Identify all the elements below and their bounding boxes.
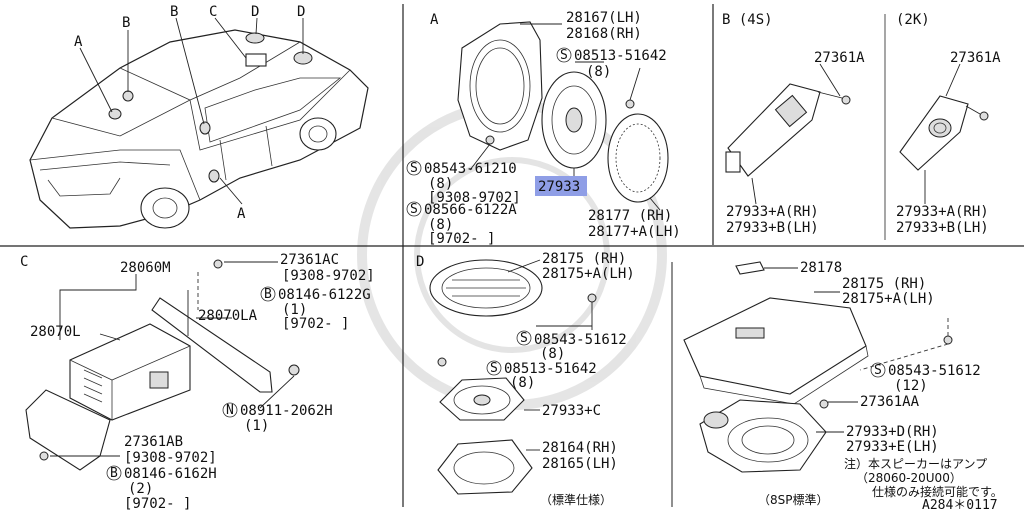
d-base-rh: 28164(RH) [542, 440, 618, 456]
mark-s-3: S [410, 202, 418, 217]
mark-s-5: S [490, 361, 498, 376]
b-right-bolt: 27361A [950, 50, 1001, 66]
panel-b: B (4S) (2K) 27361A 27933+A(RH) 27933+B(L… [722, 12, 1001, 236]
d-screw-qty: (8) [540, 346, 565, 362]
nut-qty: (1) [244, 418, 269, 434]
mark-n: N [226, 403, 234, 418]
mark-s-2: S [410, 161, 418, 176]
d8-note-3: 仕様のみ接続可能です。 [872, 484, 1003, 499]
d8-badge: 28178 [800, 260, 842, 276]
car-label-b1: B [122, 15, 130, 31]
panel-b-title-2k: (2K) [896, 12, 930, 28]
nut-08911-2062h: 08911-2062H [240, 403, 333, 419]
screw-08513-51642: 08513-51642 [574, 48, 667, 64]
panel-d-8sp: 28178 28175 (RH) 28175+A(LH) S 08543-516… [683, 260, 1003, 511]
b-left-part2: 27933+B(LH) [726, 220, 819, 236]
bolt-08146-6162h-period: [9702- ] [124, 496, 191, 511]
b-left-part1: 27933+A(RH) [726, 204, 819, 220]
grille-28177-drawing [607, 113, 669, 203]
panel-c: C 28060M 28070L 28070LA 27361AC [9308-97… [20, 252, 375, 511]
d8-note-2: （28060-20U00） [856, 471, 962, 485]
panel-c-title: C [20, 254, 28, 270]
d8-speaker-rh: 27933+D(RH) [846, 424, 939, 440]
car-label-c: C [209, 4, 217, 20]
d-std-caption: （標準仕様） [540, 492, 612, 507]
b-left-bolt: 27361A [814, 50, 865, 66]
bolt-27361ac-period: [9308-9702] [282, 268, 375, 284]
d-grille-lh: 28175+A(LH) [542, 266, 635, 282]
bolt-27361ab-period: [9308-9702] [124, 450, 217, 466]
panel-a: A 28167(LH) 28168(RH) S 08513-51642 (8) … [406, 10, 681, 247]
base-28164-drawing [437, 439, 533, 495]
bolt-08146-6122g: 08146-6122G [278, 287, 371, 303]
mark-s-6: S [874, 363, 882, 378]
mark-b-1: B [264, 287, 272, 302]
d-base-lh: 28165(LH) [542, 456, 618, 472]
speaker-27933d-drawing [699, 399, 827, 473]
screw-08566-period: [9702- ] [428, 231, 495, 247]
d8-screw-code: 08543-51612 [888, 363, 981, 379]
car-label-d1: D [251, 4, 259, 20]
mark-b-2: B [110, 466, 118, 481]
d8-caption: （8SP標準） [758, 492, 829, 507]
b-right-part2: 27933+B(LH) [896, 220, 989, 236]
panel-a-title: A [430, 12, 439, 28]
bolt-27361ab: 27361AB [124, 434, 183, 450]
bolt-08146-6162h: 08146-6162H [124, 466, 217, 482]
screw-08566-6122a: 08566-6122A [424, 202, 517, 218]
screw-08543-period: [9308-9702] [428, 190, 521, 206]
part-28070l: 28070L [30, 324, 81, 340]
footer-code: A284＊0117 [922, 498, 998, 511]
part-28167: 28167(LH) [566, 10, 642, 26]
car-illustration [29, 29, 369, 229]
d8-note-1: 注）本スピーカーはアンプ [844, 456, 987, 471]
part-28070la: 28070LA [198, 308, 258, 324]
d-screw-code: 08543-51612 [534, 332, 627, 348]
d-grille-rh: 28175 (RH) [542, 251, 626, 267]
highlight-box [535, 176, 587, 196]
d8-speaker-lh: 27933+E(LH) [846, 439, 939, 455]
bracket-28070la-drawing [151, 297, 273, 393]
speaker-bracket-drawing [457, 21, 543, 151]
d-screw2-qty: (8) [510, 375, 535, 391]
part-28168: 28168(RH) [566, 26, 642, 42]
car-leaders [79, 17, 304, 205]
b-right-part1: 27933+A(RH) [896, 204, 989, 220]
panel-d-standard: D 28175 (RH) 28175+A(LH) S 08543-51612 (… [416, 251, 635, 507]
grille-28177a-lh: 28177+A(LH) [588, 224, 681, 240]
panel-dividers [0, 4, 1024, 507]
screw-08543-qty: (8) [428, 176, 453, 192]
d8-grille-rh: 28175 (RH) [842, 276, 926, 292]
d-speaker: 27933+C [542, 403, 601, 419]
bolt-08146-6122g-period: [9702- ] [282, 316, 349, 332]
screw-08513-qty: (8) [586, 64, 611, 80]
car-label-a2: A [237, 206, 246, 222]
bolt-08146-6162h-qty: (2) [128, 481, 153, 497]
car-label-b2: B [170, 4, 178, 20]
part-28060m: 28060M [120, 260, 171, 276]
mark-s-4: S [520, 331, 528, 346]
badge-28178-drawing [735, 261, 765, 275]
grille-28177-rh: 28177 (RH) [588, 208, 672, 224]
d-screw2-code: 08513-51642 [504, 361, 597, 377]
car-label-a1: A [74, 34, 83, 50]
d8-grille-lh: 28175+A(LH) [842, 291, 935, 307]
bolt-27361ac: 27361AC [280, 252, 339, 268]
d8-screw-qty: (12) [894, 378, 928, 394]
panel-d-title: D [416, 254, 424, 270]
bolt-08146-6122g-qty: (1) [282, 302, 307, 318]
panel-b-title: B (4S) [722, 12, 773, 28]
part-27933: 27933 [538, 179, 580, 195]
screw-08566-qty: (8) [428, 217, 453, 233]
car-label-d2: D [297, 4, 305, 20]
d8-bolt: 27361AA [860, 394, 920, 410]
grille-28175-8sp-drawing [683, 297, 867, 395]
tweeter-4s-drawing [727, 83, 821, 177]
car-labels: A B B C D D A [74, 4, 305, 222]
mark-s-1: S [560, 48, 568, 63]
screw-08543-61210: 08543-61210 [424, 161, 517, 177]
